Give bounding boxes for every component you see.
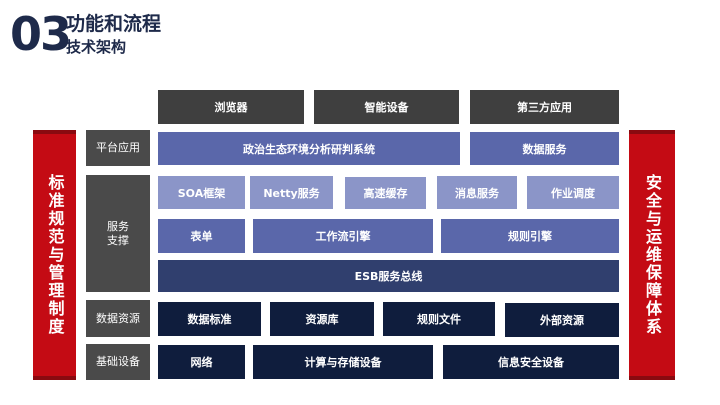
box-security-device: 信息安全设备 <box>443 345 619 379</box>
box-resource-lib: 资源库 <box>270 302 374 336</box>
box-rule-engine: 规则引擎 <box>441 219 619 253</box>
box-esb: ESB服务总线 <box>158 260 619 292</box>
label-service: 服务支撑 <box>86 175 150 292</box>
box-workflow: 工作流引擎 <box>253 219 433 253</box>
box-scheduling: 作业调度 <box>527 176 619 209</box>
box-third-party: 第三方应用 <box>470 90 619 124</box>
left-pillar-text: 标准规范与管理制度 <box>45 174 65 336</box>
box-cache: 高速缓存 <box>345 177 426 209</box>
box-analysis-system: 政治生态环境分析研判系统 <box>158 132 460 165</box>
label-platform: 平台应用 <box>86 130 150 166</box>
section-subtitle: 技术架构 <box>66 38 127 56</box>
box-netty: Netty服务 <box>250 176 333 209</box>
box-smart-device: 智能设备 <box>314 90 459 124</box>
section-title: 功能和流程 <box>66 13 162 35</box>
box-form: 表单 <box>158 219 245 253</box>
box-browser: 浏览器 <box>158 90 304 124</box>
label-data: 数据资源 <box>86 300 150 337</box>
box-network: 网络 <box>158 345 245 379</box>
right-pillar: 安全与运维保障体系 <box>629 130 675 380</box>
box-data-standard: 数据标准 <box>158 302 261 336</box>
right-pillar-text: 安全与运维保障体系 <box>643 174 662 336</box>
box-rule-file: 规则文件 <box>383 302 495 336</box>
box-data-service: 数据服务 <box>470 132 619 165</box>
box-external-resource: 外部资源 <box>505 303 619 337</box>
label-base: 基础设备 <box>86 344 150 380</box>
left-pillar: 标准规范与管理制度 <box>33 130 76 380</box>
box-message: 消息服务 <box>437 176 517 209</box>
box-compute-storage: 计算与存储设备 <box>253 345 433 379</box>
section-number: 03 <box>10 7 72 61</box>
box-soa: SOA框架 <box>158 176 245 209</box>
